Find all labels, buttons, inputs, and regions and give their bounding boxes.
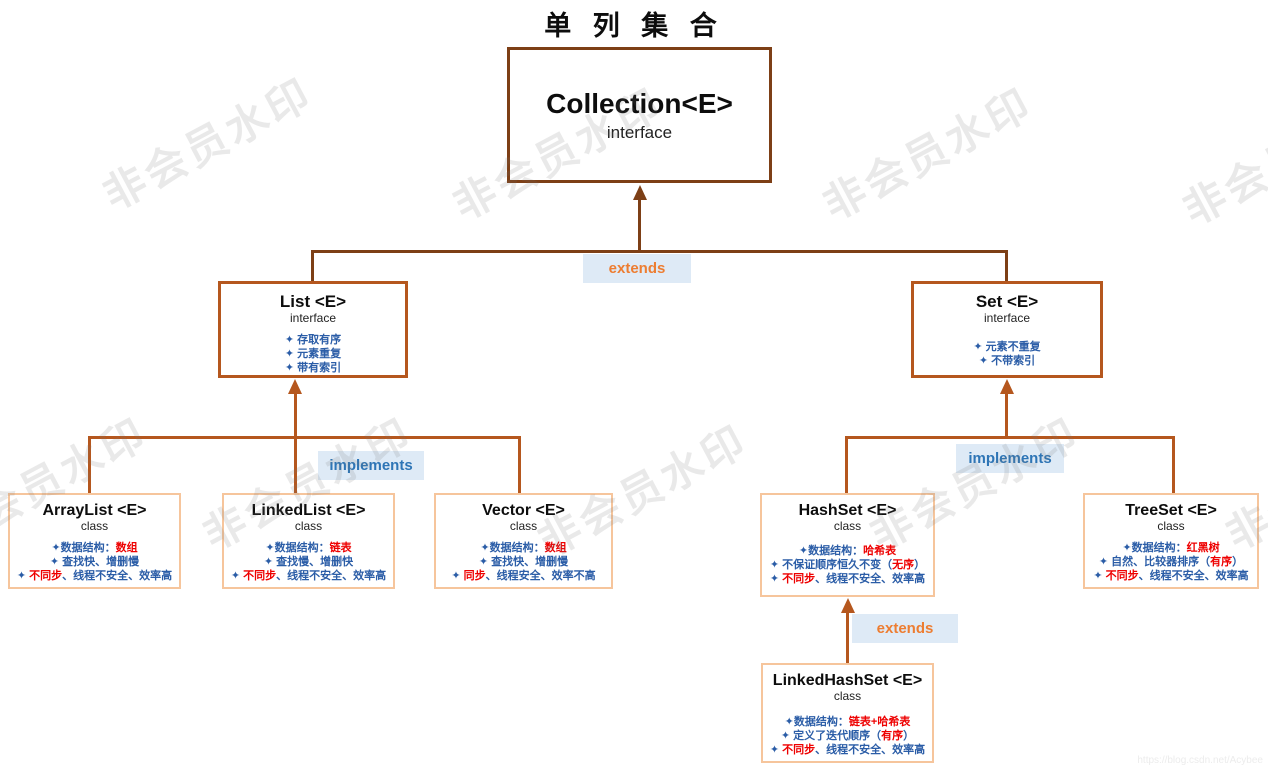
node-features: ✦数据结构：数组 ✦ 查找快、增删慢 ✦ 不同步、线程不安全、效率高 (10, 541, 179, 583)
implements-drop-hashset-line (845, 436, 848, 493)
node-collection: Collection<E> interface (507, 47, 772, 183)
feature-line: ✦数据结构：数组 (480, 542, 567, 554)
node-title: List <E> (279, 292, 347, 311)
node-stereotype: class (509, 519, 538, 533)
feature-line: ✦ 不同步、线程不安全、效率高 (769, 573, 926, 585)
feature-line: ✦数据结构：链表+哈希表 (784, 716, 911, 728)
implements-label-right: implements (956, 444, 1064, 473)
implements-label-left: implements (318, 451, 424, 480)
feature-line: ✦ 存取有序 (284, 334, 342, 346)
watermark-text: 非会员水印 (95, 69, 321, 219)
node-linkedhashset: LinkedHashSet <E> class ✦数据结构：链表+哈希表 ✦ 定义… (761, 663, 934, 763)
feature-line: ✦数据结构：红黑树 (1122, 542, 1220, 554)
arrow-up-icon (841, 598, 855, 613)
node-arraylist: ArrayList <E> class ✦数据结构：数组 ✦ 查找快、增删慢 ✦ 不… (8, 493, 181, 589)
feature-line: ✦ 同步、线程安全、效率不高 (451, 570, 596, 582)
feature-line: ✦ 元素重复 (284, 348, 342, 360)
feature-line: ✦数据结构：链表 (265, 542, 352, 554)
node-hashset: HashSet <E> class ✦数据结构：哈希表 ✦ 不保证顺序恒久不变（无… (760, 493, 935, 597)
implements-drop-vector-line (518, 436, 521, 493)
node-features: ✦数据结构：数组 ✦ 查找快、增删慢 ✦ 同步、线程安全、效率不高 (436, 541, 611, 583)
watermark-text: 非会员水印 (1175, 84, 1268, 234)
node-list: List <E> interface ✦ 存取有序 ✦ 元素重复 ✦ 带有索引 (218, 281, 408, 378)
extends-trunk-line (638, 198, 641, 253)
node-features: ✦ 存取有序 ✦ 元素重复 ✦ 带有索引 (221, 333, 405, 375)
node-vector: Vector <E> class ✦数据结构：数组 ✦ 查找快、增删慢 ✦ 同步、线… (434, 493, 613, 589)
node-title: LinkedHashSet <E> (772, 672, 923, 689)
node-stereotype: interface (983, 311, 1031, 325)
extends-label-top: extends (583, 254, 691, 283)
node-stereotype: interface (606, 122, 673, 142)
arrow-up-icon (1000, 379, 1014, 394)
node-linkedlist: LinkedList <E> class ✦数据结构：链表 ✦ 查找慢、增删快 ✦ … (222, 493, 395, 589)
extends-horizontal-line (311, 250, 1008, 253)
implements-horizontal-line (845, 436, 1175, 439)
node-stereotype: class (294, 519, 323, 533)
node-title: LinkedList <E> (251, 502, 366, 519)
node-features: ✦ 元素不重复 ✦ 不带索引 (914, 340, 1100, 368)
node-title: Set <E> (975, 292, 1039, 311)
extends-drop-set-line (1005, 250, 1008, 282)
feature-line: ✦ 不保证顺序恒久不变（无序） (769, 559, 926, 571)
arrow-up-icon (633, 185, 647, 200)
node-stereotype: class (833, 519, 862, 533)
feature-line: ✦ 不同步、线程不安全、效率高 (769, 744, 926, 756)
feature-line: ✦ 查找快、增删慢 (49, 556, 140, 568)
node-stereotype: class (1157, 519, 1185, 533)
feature-line: ✦ 不带索引 (978, 355, 1036, 367)
arrow-up-icon (288, 379, 302, 394)
feature-line: ✦ 自然、比较器排序（有序） (1098, 556, 1244, 568)
watermark-text: 非会员水印 (815, 79, 1041, 229)
extends-drop-list-line (311, 250, 314, 282)
node-features: ✦数据结构：红黑树 ✦ 自然、比较器排序（有序） ✦ 不同步、线程不安全、效率高 (1085, 541, 1257, 583)
node-title: ArrayList <E> (42, 502, 147, 519)
node-set: Set <E> interface ✦ 元素不重复 ✦ 不带索引 (911, 281, 1103, 378)
implements-drop-arraylist-line (88, 436, 91, 493)
feature-line: ✦ 查找快、增删慢 (478, 556, 569, 568)
node-title: TreeSet <E> (1125, 502, 1217, 519)
feature-line: ✦ 带有索引 (284, 362, 342, 374)
url-watermark: https://blog.csdn.net/Acybee (1137, 755, 1263, 766)
node-title: HashSet <E> (798, 502, 897, 519)
node-features: ✦数据结构：哈希表 ✦ 不保证顺序恒久不变（无序） ✦ 不同步、线程不安全、效率高 (762, 544, 933, 586)
implements-trunk-line (294, 392, 297, 493)
feature-line: ✦ 不同步、线程不安全、效率高 (16, 570, 173, 582)
node-features: ✦数据结构：链表 ✦ 查找慢、增删快 ✦ 不同步、线程不安全、效率高 (224, 541, 393, 583)
extends-line-linkedhashset (846, 611, 849, 663)
page-title: 单 列 集 合 (544, 11, 724, 41)
implements-horizontal-line (88, 436, 521, 439)
node-title: Vector <E> (482, 502, 565, 519)
feature-line: ✦数据结构：哈希表 (798, 545, 897, 557)
feature-line: ✦ 查找慢、增删快 (263, 556, 354, 568)
extends-label-bottom: extends (852, 614, 958, 643)
feature-line: ✦ 不同步、线程不安全、效率高 (1093, 570, 1249, 582)
feature-line: ✦数据结构：数组 (51, 542, 138, 554)
feature-line: ✦ 元素不重复 (973, 341, 1041, 353)
node-features: ✦数据结构：链表+哈希表 ✦ 定义了迭代顺序（有序） ✦ 不同步、线程不安全、效率高 (763, 715, 932, 757)
implements-trunk-line (1005, 392, 1008, 438)
node-treeset: TreeSet <E> class ✦数据结构：红黑树 ✦ 自然、比较器排序（有序… (1083, 493, 1259, 589)
node-stereotype: class (833, 689, 862, 703)
feature-line: ✦ 不同步、线程不安全、效率高 (230, 570, 387, 582)
node-stereotype: interface (289, 311, 337, 325)
node-stereotype: class (80, 519, 109, 533)
implements-drop-treeset-line (1172, 436, 1175, 493)
feature-line: ✦ 定义了迭代顺序（有序） (780, 730, 915, 742)
node-title: Collection<E> (546, 87, 733, 119)
